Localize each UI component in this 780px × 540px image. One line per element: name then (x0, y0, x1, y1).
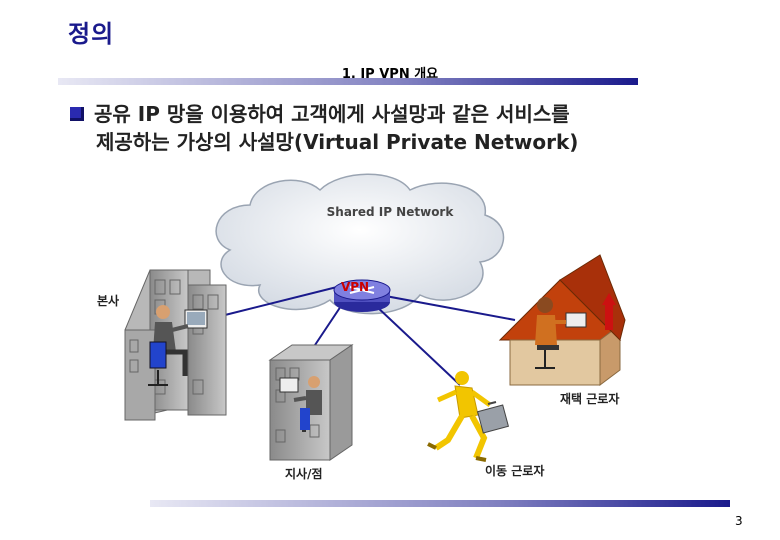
square-bullet-icon (70, 107, 84, 121)
page-number: 3 (735, 514, 743, 528)
branch-office-icon (268, 344, 354, 461)
cloud-label: Shared IP Network (326, 205, 454, 219)
branch-label: 지사/점 (285, 467, 323, 481)
briefcase-icon (476, 401, 510, 434)
hq-label: 본사 (97, 294, 120, 308)
vpn-router-icon (333, 279, 391, 312)
cloud-icon (215, 173, 505, 315)
bullet-line-2: 제공하는 가상의 사설망(Virtual Private Network) (96, 130, 579, 154)
bullet-text: 공유 IP 망을 이용하여 고객에게 사설망과 같은 서비스를 제공하는 가상의… (70, 100, 760, 156)
vpn-label: VPN (340, 280, 370, 294)
mobile-worker-icon (427, 371, 510, 462)
home-office-icon (498, 254, 626, 386)
vpn-link-hq (224, 284, 346, 316)
mobile-worker-label: 이동 근로자 (485, 464, 545, 478)
vpn-links (224, 284, 516, 386)
vpn-link-home (379, 294, 516, 321)
hq-office-icon (124, 269, 227, 421)
bullet-line-1: 공유 IP 망을 이용하여 고객에게 사설망과 같은 서비스를 (94, 102, 570, 126)
slide-title: 정의 (68, 20, 115, 48)
bottom-gradient-bar (150, 500, 730, 507)
home-worker-label: 재택 근로자 (560, 392, 620, 406)
top-gradient-bar (58, 78, 638, 85)
vpn-link-mobile (374, 304, 461, 386)
